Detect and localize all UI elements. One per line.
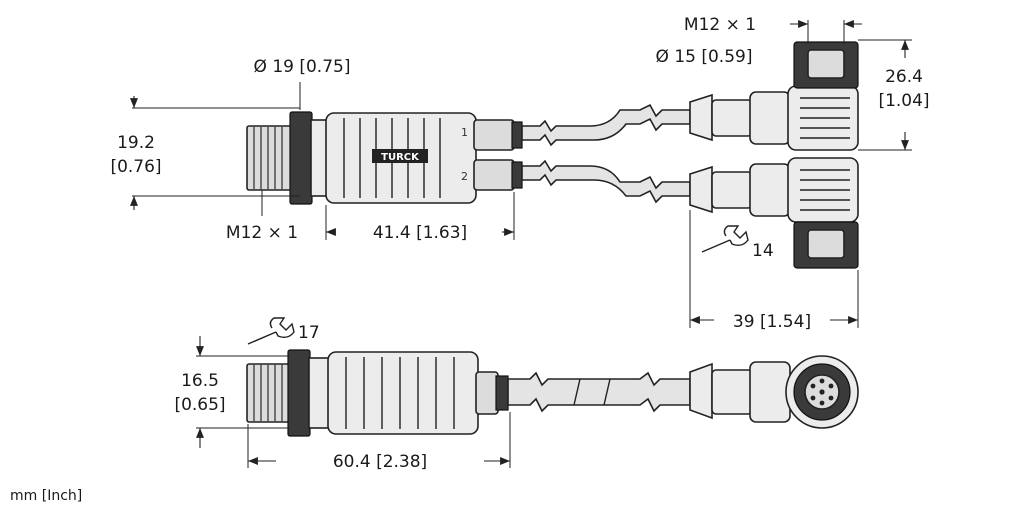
top-right-diameter: Ø 15 [0.59] [656, 47, 753, 67]
bottom-left-connector [246, 349, 330, 437]
bottom-height-in: [0.65] [174, 395, 225, 415]
top-left-diameter-dimension: Ø 19 [0.75] [254, 57, 351, 110]
top-left-height-mm: 19.2 [117, 133, 155, 153]
top-right-wrench-callout: 14 [701, 225, 774, 261]
top-splitter-body: TURCK 1 2 [325, 112, 523, 204]
splitter-length: 41.4 [1.63] [373, 223, 467, 243]
connector-pins [810, 378, 834, 406]
top-right-thread-dimension: M12 × 1 [684, 15, 862, 44]
bottom-wrench-callout: 17 [247, 317, 320, 345]
top-left-threads [253, 126, 283, 190]
top-left-connector [246, 111, 328, 205]
bottom-body [327, 351, 509, 435]
top-left-height-in: [0.76] [110, 157, 161, 177]
bottom-right-connector [689, 355, 859, 429]
bottom-wrench-size: 17 [298, 323, 320, 343]
top-right-length: 39 [1.54] [733, 312, 811, 332]
bottom-height-dimension: 16.5 [0.65] [174, 336, 290, 448]
top-cables [521, 103, 691, 204]
top-right-upper-connector [689, 41, 859, 151]
splitter-brand-label: TURCK [381, 152, 420, 163]
top-right-height-in: [1.04] [878, 91, 929, 111]
top-right-lower-connector [689, 157, 859, 269]
top-right-height-mm: 26.4 [885, 67, 923, 87]
top-right-thread: M12 × 1 [684, 15, 756, 35]
bottom-length: 60.4 [2.38] [333, 452, 427, 472]
top-left-diameter: Ø 19 [0.75] [254, 57, 351, 77]
splitter-port-1-label: 1 [461, 126, 468, 139]
splitter-port-2-label: 2 [461, 170, 468, 183]
top-right-wrench-size: 14 [752, 241, 774, 261]
wrench-icon [247, 317, 295, 345]
top-left-thread: M12 × 1 [226, 223, 298, 243]
splitter-length-dimension: 41.4 [1.63] [325, 192, 515, 243]
bottom-height-mm: 16.5 [181, 371, 219, 391]
units-note: mm [Inch] [10, 488, 82, 504]
bottom-length-dimension: 60.4 [2.38] [247, 412, 511, 472]
bottom-cable [507, 371, 691, 413]
top-right-length-dimension: 39 [1.54] [689, 210, 859, 332]
bottom-left-threads [253, 364, 283, 422]
top-left-thread-dimension: M12 × 1 [226, 190, 298, 243]
top-left-height-dimension: 19.2 [0.76] [110, 96, 300, 210]
wrench-icon [701, 225, 749, 253]
top-right-height-dimension: 26.4 [1.04] [858, 39, 930, 151]
top-right-diameter-dimension: Ø 15 [0.59] [656, 47, 753, 67]
